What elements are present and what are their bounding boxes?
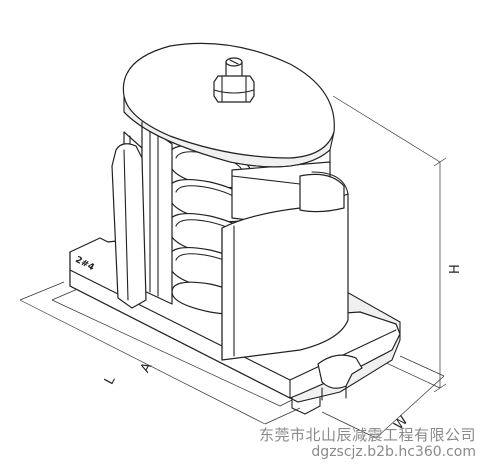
watermark-company: 东莞市北山辰减震工程有限公司 xyxy=(258,426,476,444)
dimension-lines xyxy=(19,95,447,439)
adjusting-bolt xyxy=(213,57,255,103)
lower-housing xyxy=(111,143,349,361)
dimension-label-h: H xyxy=(448,264,463,274)
watermark-site: dgzscjz.b2b.hc360.com xyxy=(311,444,476,460)
dimension-label-a: A xyxy=(138,360,155,375)
dimension-label-l: L xyxy=(102,373,119,387)
